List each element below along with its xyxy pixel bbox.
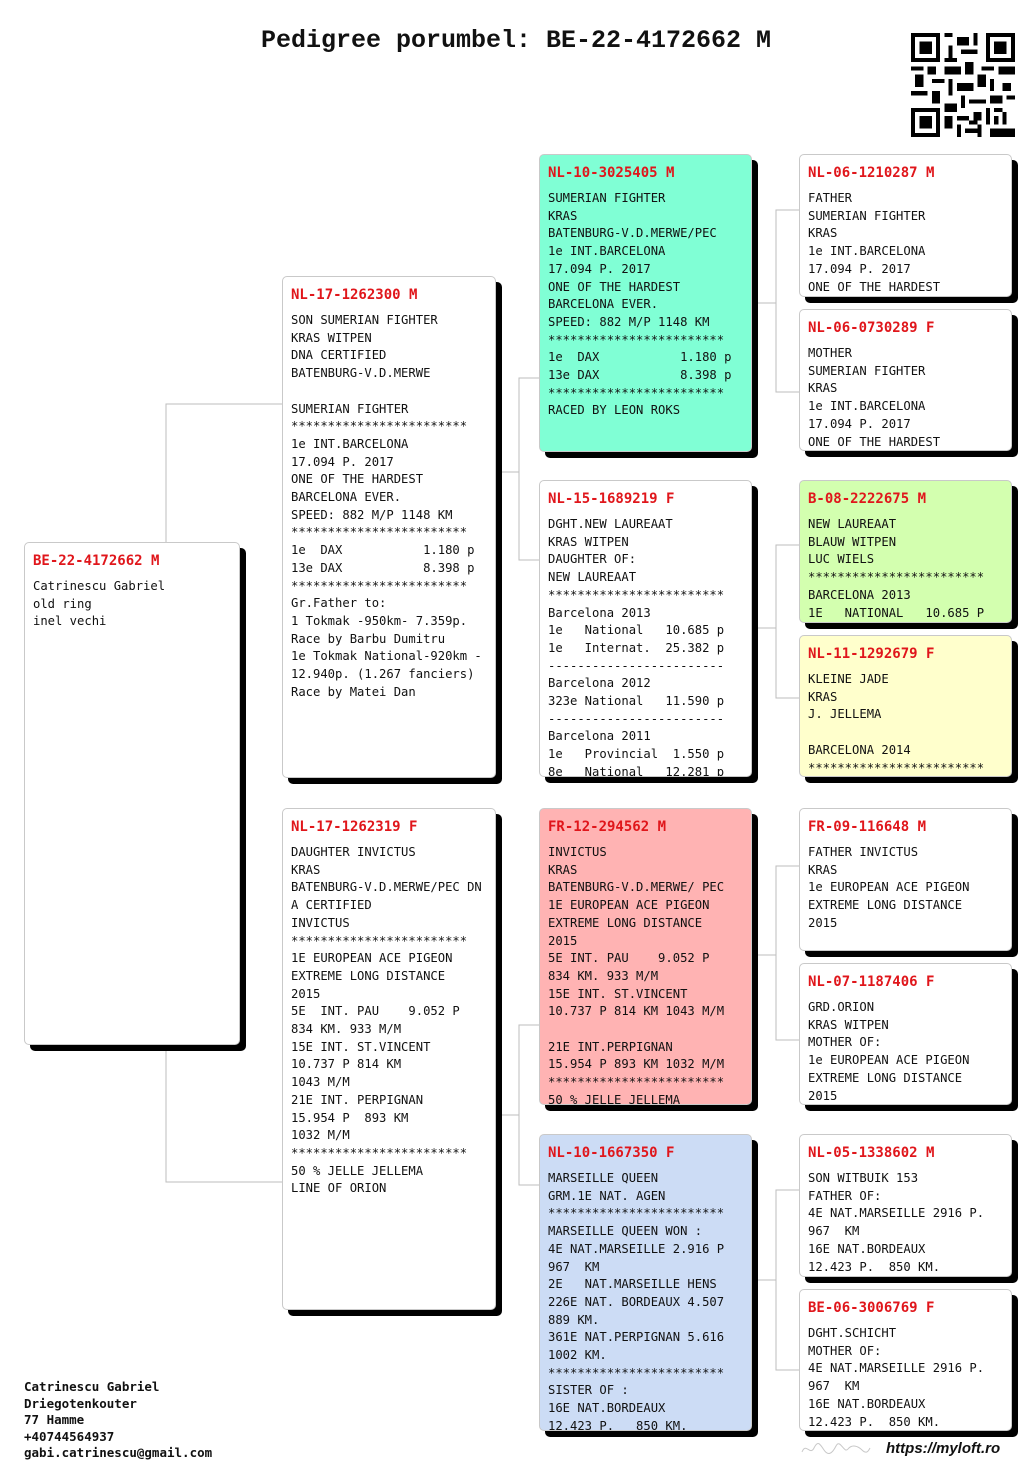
ring-number: NL-17-1262319 F <box>291 819 418 835</box>
pigeon-card-dam-dam: NL-10-1667350 F MARSEILLE QUEEN GRM.1E N… <box>539 1134 752 1431</box>
ring-number: NL-11-1292679 F <box>808 646 935 662</box>
pigeon-card-sire-dam: NL-15-1689219 F DGHT.NEW LAUREAAT KRAS W… <box>539 480 752 777</box>
pigeon-notes: MARSEILLE QUEEN GRM.1E NAT. AGEN *******… <box>548 1171 725 1431</box>
pigeon-notes: DGHT.NEW LAUREAAT KRAS WITPEN DAUGHTER O… <box>548 517 725 777</box>
pigeon-notes: SUMERIAN FIGHTER KRAS BATENBURG-V.D.MERW… <box>548 191 732 418</box>
ring-number: FR-12-294562 M <box>548 819 667 835</box>
ring-number: NL-10-1667350 F <box>548 1145 675 1161</box>
qr-code-icon <box>911 33 1015 137</box>
pigeon-notes: FATHER INVICTUS KRAS 1e EUROPEAN ACE PIG… <box>808 845 970 930</box>
ring-number: BE-06-3006769 F <box>808 1300 935 1316</box>
pigeon-card-dam: NL-17-1262319 F DAUGHTER INVICTUS KRAS B… <box>282 808 496 1310</box>
website-link[interactable]: https://myloft.ro <box>886 1440 1001 1457</box>
pigeon-card-subject: BE-22-4172662 M Catrinescu Gabriel old r… <box>24 542 240 1045</box>
pigeon-notes: SON WITBUIK 153 FATHER OF: 4E NAT.MARSEI… <box>808 1171 985 1274</box>
pigeon-notes: KLEINE JADE KRAS J. JELLEMA BARCELONA 20… <box>808 672 985 775</box>
owner-contact: Catrinescu Gabriel Driegotenkouter 77 Ha… <box>24 1379 213 1460</box>
ring-number: NL-05-1338602 M <box>808 1145 935 1161</box>
pigeon-card-ssd: NL-06-0730289 F MOTHER SUMERIAN FIGHTER … <box>799 309 1012 451</box>
pigeon-notes: INVICTUS KRAS BATENBURG-V.D.MERWE/ PEC 1… <box>548 845 725 1105</box>
pigeon-notes: DAUGHTER INVICTUS KRAS BATENBURG-V.D.MER… <box>291 845 482 1196</box>
ring-number: FR-09-116648 M <box>808 819 927 835</box>
pigeon-card-sire: NL-17-1262300 M SON SUMERIAN FIGHTER KRA… <box>282 276 496 778</box>
pigeon-card-dss: FR-09-116648 M FATHER INVICTUS KRAS 1e E… <box>799 808 1012 951</box>
ring-number: NL-06-1210287 M <box>808 165 935 181</box>
pigeon-card-sds: B-08-2222675 M NEW LAUREAAT BLAUW WITPEN… <box>799 480 1012 623</box>
ring-number: BE-22-4172662 M <box>33 553 160 569</box>
ring-number: NL-17-1262300 M <box>291 287 418 303</box>
pigeon-notes: MOTHER SUMERIAN FIGHTER KRAS 1e INT.BARC… <box>808 346 941 449</box>
pigeon-card-sss: NL-06-1210287 M FATHER SUMERIAN FIGHTER … <box>799 154 1012 297</box>
pigeon-notes: Catrinescu Gabriel old ring inel vechi <box>33 579 166 629</box>
ring-number: NL-06-0730289 F <box>808 320 935 336</box>
pigeon-card-dsd: NL-07-1187406 F GRD.ORION KRAS WITPEN MO… <box>799 963 1012 1105</box>
pigeon-notes: FATHER SUMERIAN FIGHTER KRAS 1e INT.BARC… <box>808 191 941 294</box>
ring-number: B-08-2222675 M <box>808 491 927 507</box>
pigeon-card-dds: NL-05-1338602 M SON WITBUIK 153 FATHER O… <box>799 1134 1012 1277</box>
ring-number: NL-15-1689219 F <box>548 491 675 507</box>
ring-number: NL-10-3025405 M <box>548 165 675 181</box>
page-title: Pedigree porumbel: BE-22-4172662 M <box>260 26 772 55</box>
pigeon-notes: GRD.ORION KRAS WITPEN MOTHER OF: 1e EURO… <box>808 1000 970 1103</box>
pigeon-card-sire-sire: NL-10-3025405 M SUMERIAN FIGHTER KRAS BA… <box>539 154 752 452</box>
pigeon-notes: NEW LAUREAAT BLAUW WITPEN LUC WIELS ****… <box>808 517 985 620</box>
pigeon-card-dam-sire: FR-12-294562 M INVICTUS KRAS BATENBURG-V… <box>539 808 752 1105</box>
ring-number: NL-07-1187406 F <box>808 974 935 990</box>
signature-icon <box>801 1443 871 1454</box>
pigeon-card-sdd: NL-11-1292679 F KLEINE JADE KRAS J. JELL… <box>799 635 1012 777</box>
pigeon-card-ddd: BE-06-3006769 F DGHT.SCHICHT MOTHER OF: … <box>799 1289 1012 1431</box>
pigeon-notes: DGHT.SCHICHT MOTHER OF: 4E NAT.MARSEILLE… <box>808 1326 985 1429</box>
pigeon-notes: SON SUMERIAN FIGHTER KRAS WITPEN DNA CER… <box>291 313 482 699</box>
